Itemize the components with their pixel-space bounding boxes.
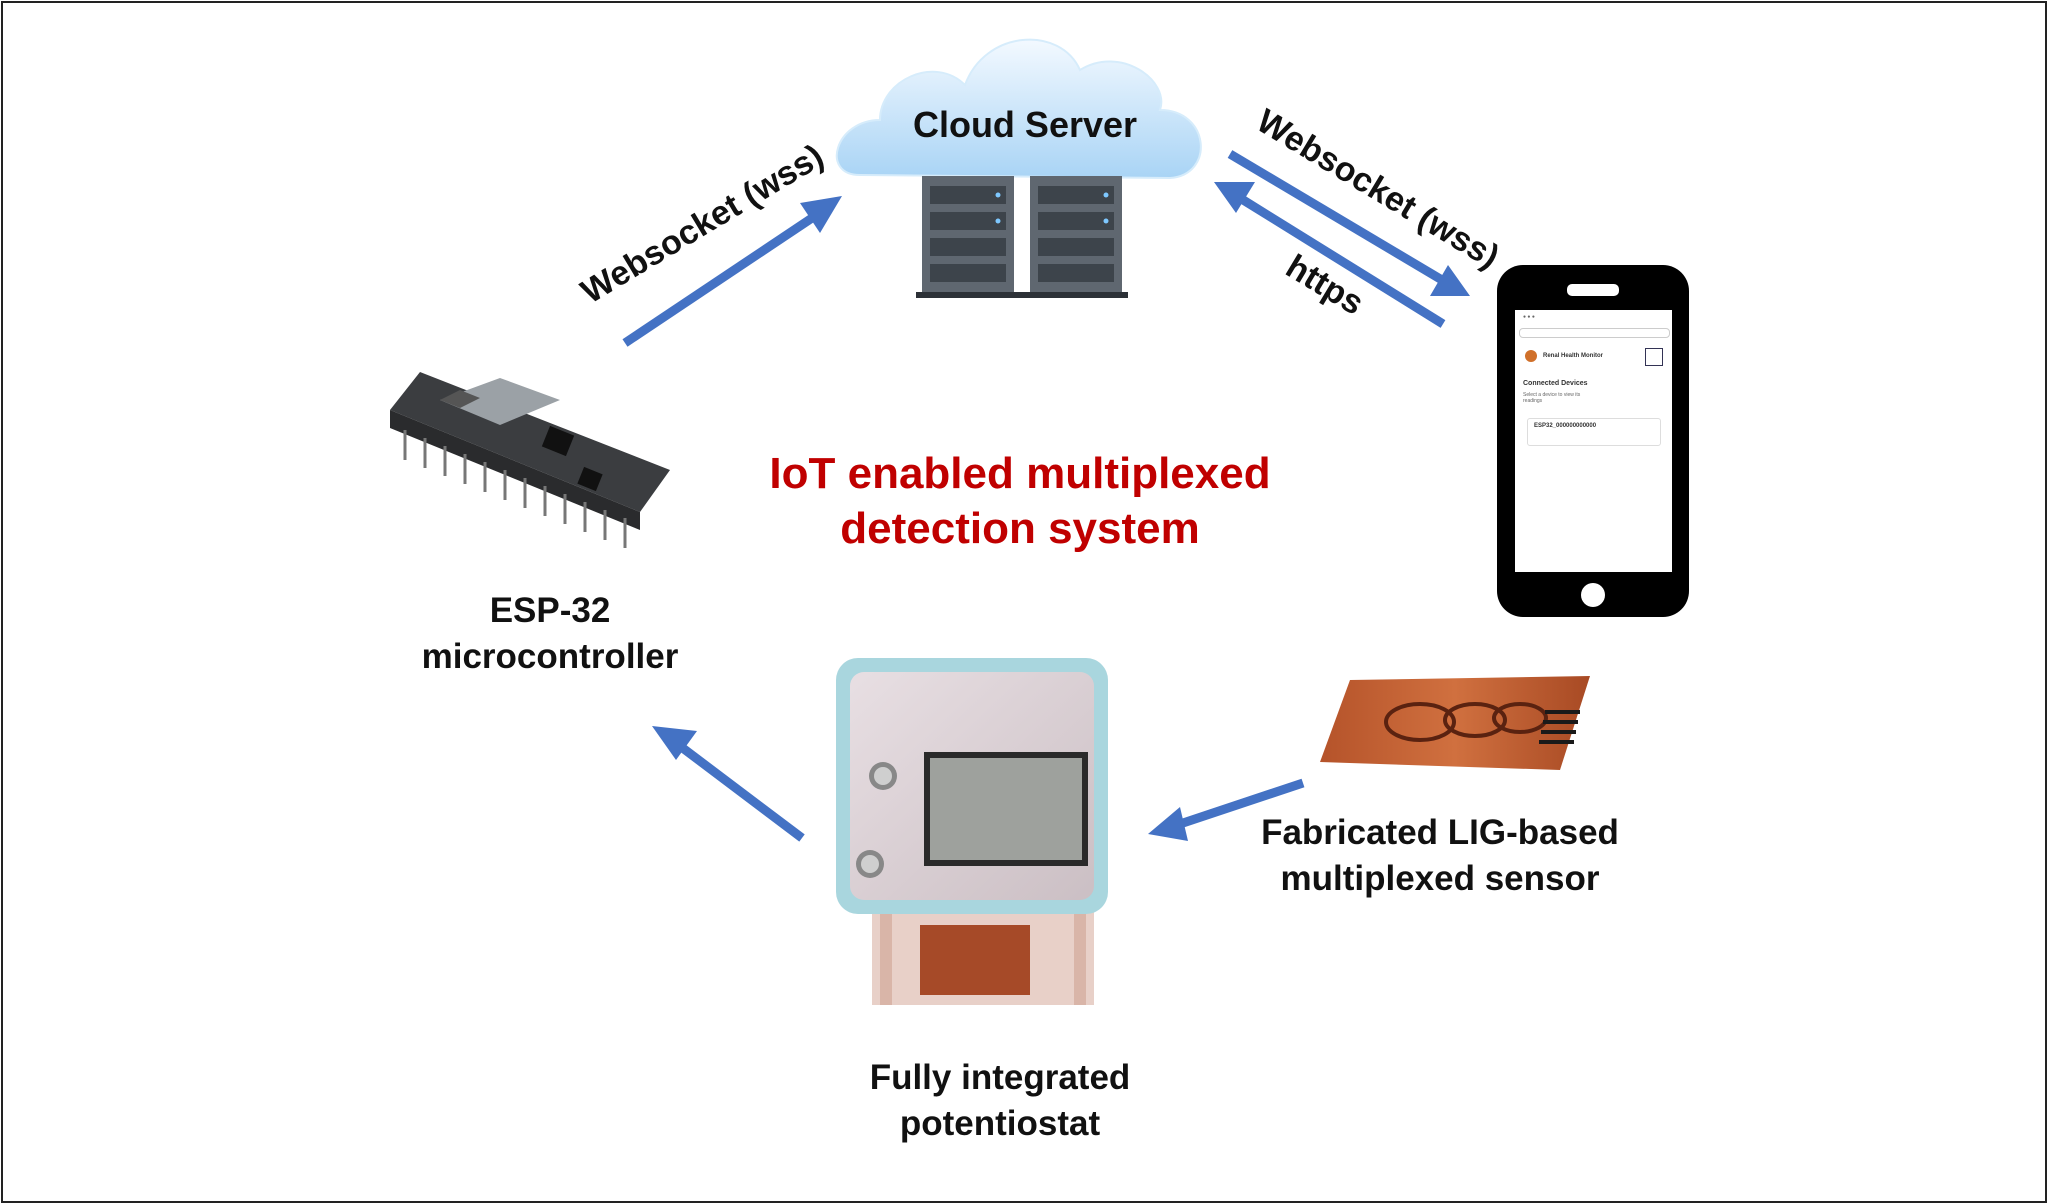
- potentiostat-label-line1: Fully integrated: [869, 1058, 1131, 1097]
- server-rack-icon: [916, 176, 1128, 298]
- center-title-line1: IoT enabled multiplexed: [769, 449, 1271, 498]
- sensor-label-line2: multiplexed sensor: [1280, 858, 1600, 898]
- lig-sensor-icon: [1320, 676, 1590, 770]
- esp32-label-line1: ESP-32: [489, 591, 611, 630]
- institution-logo-icon: [1645, 348, 1663, 366]
- cloud-icon: [835, 38, 1202, 180]
- app-title: Renal Health Monitor: [1543, 353, 1604, 359]
- device-name: ESP32_000000000000: [1534, 423, 1597, 429]
- arrow-phone-to-cloud: [1214, 182, 1446, 328]
- device-card[interactable]: ESP32_000000000000: [1527, 418, 1661, 446]
- arrow-potentiostat-to-esp: [652, 726, 805, 842]
- esp32-label: ESP-32 microcontroller: [380, 588, 720, 679]
- arrow-sensor-to-potentiostat: [1148, 778, 1305, 841]
- address-bar: [1519, 328, 1670, 338]
- center-title: IoT enabled multiplexed detection system: [680, 446, 1360, 556]
- cloud-server-label: Cloud Server: [912, 104, 1138, 145]
- potentiostat-label: Fully integrated potentiostat: [820, 1055, 1180, 1146]
- status-bar: ● ● ●: [1523, 314, 1535, 320]
- center-title-line2: detection system: [840, 504, 1200, 553]
- sensor-label: Fabricated LIG-based multiplexed sensor: [1210, 810, 1670, 901]
- potentiostat-device-icon: [836, 658, 1108, 1005]
- phone-app-screen: ● ● ● Renal Health Monitor Connected Dev…: [1515, 310, 1672, 572]
- arrow-cloud-to-phone: [1227, 150, 1470, 296]
- esp32-board-icon: [390, 372, 670, 548]
- app-logo-icon: [1525, 350, 1537, 362]
- potentiostat-label-line2: potentiostat: [899, 1103, 1101, 1143]
- sensor-label-line1: Fabricated LIG-based: [1261, 813, 1619, 852]
- connected-devices-heading: Connected Devices: [1523, 380, 1588, 387]
- connected-devices-hint: Select a device to view its readings: [1523, 392, 1581, 404]
- arrow-esp-to-cloud: [622, 196, 842, 347]
- esp32-label-line2: microcontroller: [421, 636, 679, 676]
